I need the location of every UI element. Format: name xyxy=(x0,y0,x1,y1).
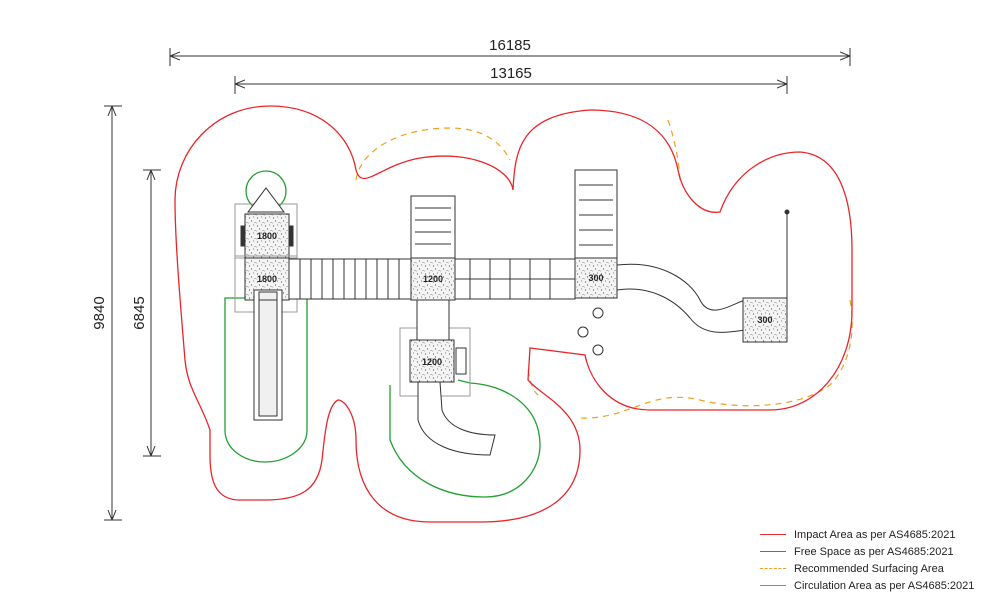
platform-right-tower xyxy=(574,257,618,299)
legend-label: Free Space as per AS4685:2021 xyxy=(794,545,954,558)
legend-item-surfacing: Recommended Surfacing Area xyxy=(760,560,1000,577)
label-lower-center: 1200 xyxy=(422,357,442,367)
label-left-lower: 1800 xyxy=(257,274,277,284)
legend-label: Impact Area as per AS4685:2021 xyxy=(794,528,956,541)
dimension-overall-depth: 9840 xyxy=(91,105,122,521)
label-far-right: 300 xyxy=(757,315,772,325)
surfacing-line-swatch xyxy=(760,568,786,569)
dimension-overall-width: 16185 xyxy=(169,37,851,66)
platform-center xyxy=(410,257,456,301)
dimension-inner-width: 13165 xyxy=(234,65,788,94)
legend-label: Circulation Area as per AS4685:2021 xyxy=(794,579,975,592)
legend-item-free-space: Free Space as per AS4685:2021 xyxy=(760,543,1000,560)
overall-width-label: 16185 xyxy=(489,37,531,54)
legend: Impact Area as per AS4685:2021 Free Spac… xyxy=(760,526,1000,594)
free-space-line-swatch xyxy=(760,551,786,552)
inner-depth-label: 6845 xyxy=(131,296,148,329)
impact-area-outline xyxy=(174,105,853,523)
play-equipment xyxy=(234,169,790,456)
label-center: 1200 xyxy=(423,274,443,284)
label-right-tower: 300 xyxy=(588,273,603,283)
circulation-line-swatch xyxy=(760,585,786,586)
legend-label: Recommended Surfacing Area xyxy=(794,562,944,575)
legend-item-impact: Impact Area as per AS4685:2021 xyxy=(760,526,1000,543)
impact-line-swatch xyxy=(760,534,786,535)
platform-far-right xyxy=(742,297,788,343)
label-left-upper: 1800 xyxy=(257,231,277,241)
legend-item-circulation: Circulation Area as per AS4685:2021 xyxy=(760,577,1000,594)
inner-width-label: 13165 xyxy=(490,65,532,82)
dimension-inner-depth: 6845 xyxy=(131,169,161,457)
overall-depth-label: 9840 xyxy=(91,296,108,329)
